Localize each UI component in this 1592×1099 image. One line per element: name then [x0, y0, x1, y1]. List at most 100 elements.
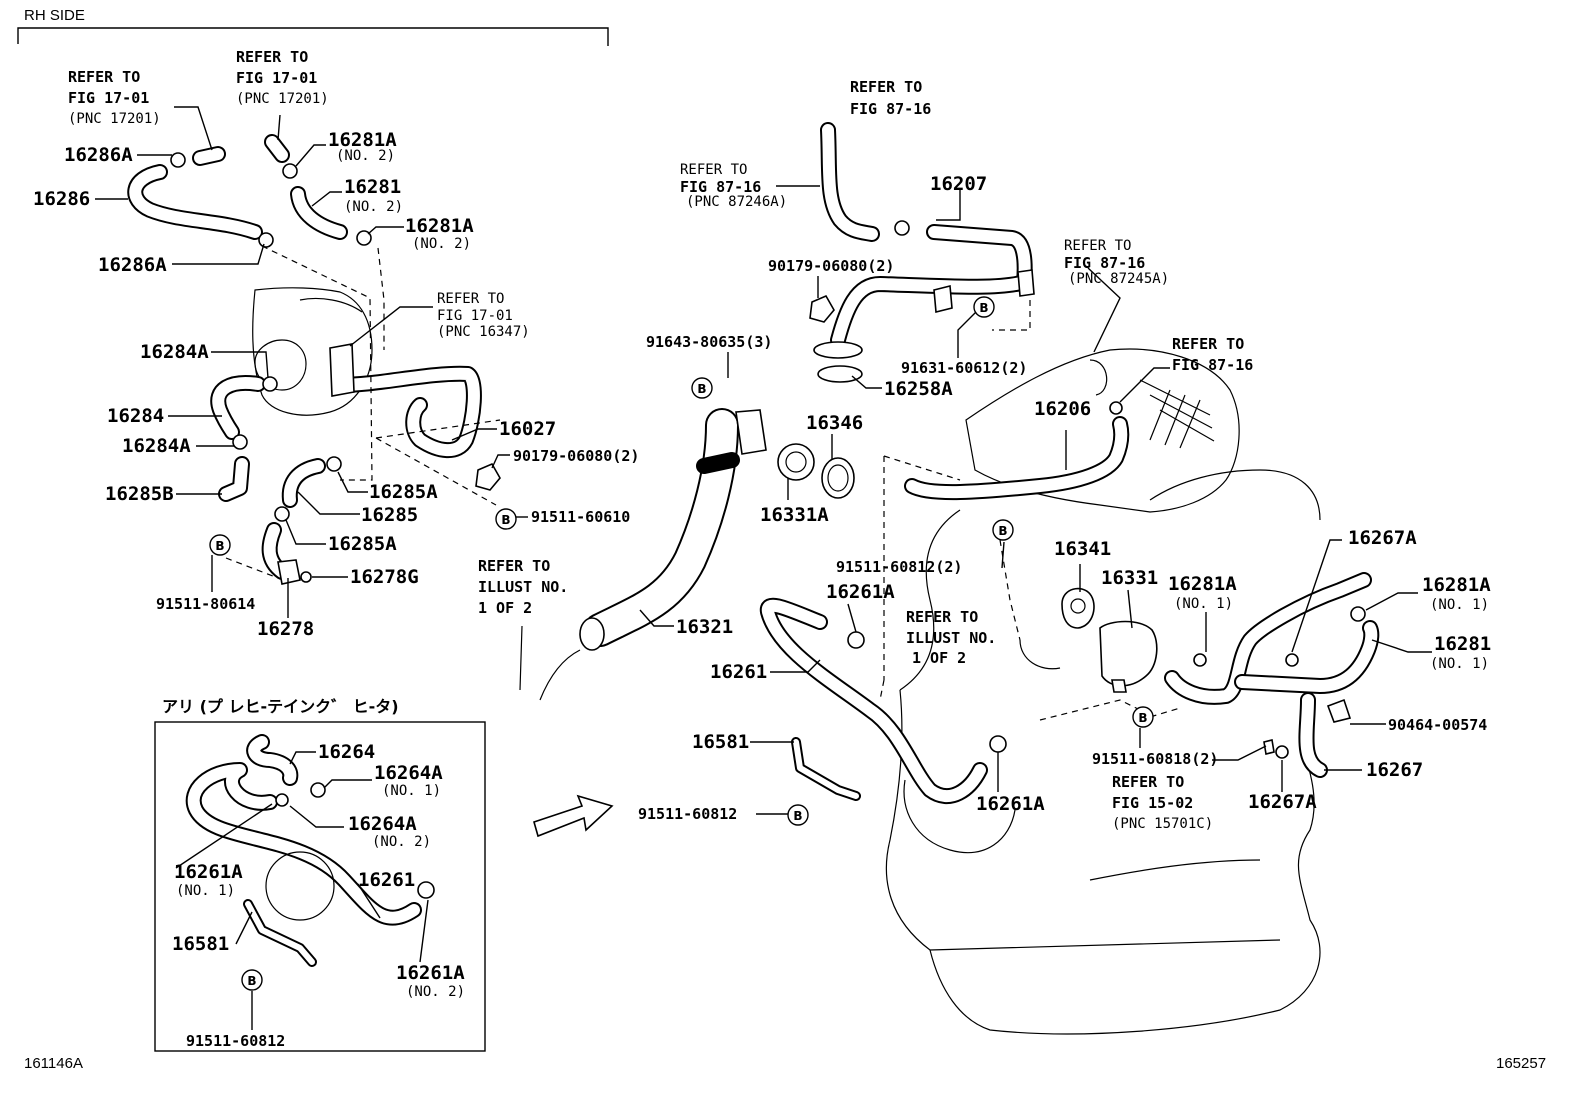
label-90179-06080-a: 90179-06080(2): [513, 447, 639, 465]
label-16267A-top: 16267A: [1348, 527, 1417, 549]
housing-16331: [1099, 620, 1158, 687]
clamp-16285A-a: [326, 456, 342, 472]
svg-text:(PNC 87246A): (PNC 87246A): [686, 194, 787, 210]
inset-label-16264A-b: 16264A: [348, 813, 417, 835]
svg-text:1 OF 2: 1 OF 2: [478, 599, 532, 617]
refer-note-5: REFER TO FIG 87-16 (PNC 87246A): [680, 162, 787, 210]
leader-lines: [95, 106, 1432, 1030]
refer-note-10: REFER TO FIG 15-02 (PNC 15701C): [1112, 773, 1213, 832]
turbo-housing: [252, 287, 373, 416]
label-16286: 16286: [33, 188, 90, 210]
rh-side-header: RH SIDE: [17, 7, 609, 46]
b-marker: B: [992, 519, 1014, 541]
refer-note-7: REFER TO FIG 87-16: [1172, 335, 1253, 374]
svg-text:(PNC 16347): (PNC 16347): [437, 324, 530, 340]
label-91511-60812-top: 91511-60812(2): [836, 558, 962, 576]
refer-note-8: REFER TO ILLUST NO. 1 OF 2: [478, 557, 568, 617]
preheating-heater-inset: アリ (プ レヒ-テインク゛ ヒ-タ): [154, 697, 486, 1052]
clamp-16267A-bottom: [1275, 745, 1289, 759]
label-16286A-bottom: 16286A: [98, 254, 167, 276]
gasket-upper: [813, 341, 863, 359]
heater-pipes-group: [809, 122, 1321, 701]
figure-code-left: 161146A: [24, 1055, 83, 1072]
nut-90179-b: [809, 294, 835, 323]
b-marker: B: [973, 296, 995, 318]
inset-pulley: [265, 851, 335, 921]
label-90179-06080-b: 90179-06080(2): [768, 257, 894, 275]
inset-label-16261A-a-note: (NO. 1): [176, 883, 235, 899]
flange-16347: [329, 343, 355, 397]
svg-text:REFER TO: REFER TO: [236, 48, 308, 66]
svg-text:B: B: [501, 513, 510, 527]
svg-text:(PNC 17201): (PNC 17201): [236, 91, 329, 107]
clip-90464: [1326, 698, 1352, 723]
clamp-16267A-top: [1285, 653, 1299, 667]
refer-note-4: REFER TO FIG 87-16: [850, 78, 931, 118]
refer-note-3: REFER TO FIG 17-01 (PNC 16347): [437, 291, 530, 340]
outlet-flange: [735, 409, 767, 455]
svg-text:ILLUST NO.: ILLUST NO.: [478, 578, 568, 596]
clamp-16285A-b: [274, 506, 290, 522]
svg-text:B: B: [215, 539, 224, 553]
svg-text:B: B: [697, 382, 706, 396]
clamp-16281A-c: [1193, 653, 1207, 667]
svg-text:FIG 87-16: FIG 87-16: [680, 178, 761, 196]
clamp-16286A-bottom: [258, 232, 274, 248]
svg-text:(PNC 87245A): (PNC 87245A): [1068, 271, 1169, 287]
direction-arrow: [533, 794, 614, 838]
label-16281-a: 16281: [344, 176, 401, 198]
label-16206: 16206: [1034, 398, 1091, 420]
nut-90179-a: [475, 462, 501, 491]
label-16281A-d-note: (NO. 1): [1430, 597, 1489, 613]
b-marker: B: [787, 804, 809, 826]
label-16285A-a: 16285A: [369, 481, 438, 503]
inset-label-91511-60812: 91511-60812: [186, 1032, 285, 1050]
label-16285: 16285: [361, 504, 418, 526]
label-91511-60610: 91511-60610: [531, 508, 630, 526]
label-90464-00574: 90464-00574: [1388, 716, 1487, 734]
inset-label-16261A-b: 16261A: [396, 962, 465, 984]
inset-clamp-16264A-no1: [310, 782, 326, 798]
clamp-16261A-a: [847, 631, 865, 649]
inset-title: アリ (プ レヒ-テインク゛ ヒ-タ): [162, 697, 399, 716]
reference-notes: REFER TO FIG 17-01 (PNC 17201) REFER TO …: [68, 48, 1253, 832]
inset-clamp-16261A-no2: [417, 881, 435, 899]
refer-note-2: REFER TO FIG 17-01 (PNC 17201): [236, 48, 329, 107]
label-16207: 16207: [930, 173, 987, 195]
svg-text:ILLUST NO.: ILLUST NO.: [906, 629, 996, 647]
gasket-16346: [821, 457, 855, 499]
svg-text:FIG 17-01: FIG 17-01: [437, 308, 513, 324]
label-16281A-a-note: (NO. 2): [336, 148, 395, 164]
label-16281-b: 16281: [1434, 633, 1491, 655]
clamp-16281A-a: [282, 163, 298, 179]
label-16281A-c: 16281A: [1168, 573, 1237, 595]
label-16286A-top: 16286A: [64, 144, 133, 166]
b-marker: B: [241, 969, 263, 991]
svg-text:(PNC 15701C): (PNC 15701C): [1112, 816, 1213, 832]
label-16285B: 16285B: [105, 483, 174, 505]
clamp-16261A-b: [989, 735, 1007, 753]
thermostat-16331A: [777, 443, 815, 481]
label-16281A-a: 16281A: [328, 129, 397, 151]
label-16281A-d: 16281A: [1422, 574, 1491, 596]
label-16281-b-note: (NO. 1): [1430, 656, 1489, 672]
label-91643-80635: 91643-80635(3): [646, 333, 772, 351]
svg-text:REFER TO: REFER TO: [1064, 238, 1131, 254]
label-16346: 16346: [806, 412, 863, 434]
label-16581: 16581: [692, 731, 749, 753]
label-16285A-b: 16285A: [328, 533, 397, 555]
label-16261: 16261: [710, 661, 767, 683]
clamp-16281A-d: [1350, 606, 1366, 622]
label-16261A-a: 16261A: [826, 581, 895, 603]
inset-label-16264A-b-note: (NO. 2): [372, 834, 431, 850]
label-16281A-c-note: (NO. 1): [1174, 596, 1233, 612]
svg-text:REFER TO: REFER TO: [68, 68, 140, 86]
inset-frame: [154, 721, 486, 1052]
header-label: RH SIDE: [24, 7, 85, 24]
label-16261A-b: 16261A: [976, 793, 1045, 815]
svg-text:1 OF 2: 1 OF 2: [912, 649, 966, 667]
svg-text:REFER TO: REFER TO: [478, 557, 550, 575]
svg-text:FIG 87-16: FIG 87-16: [850, 100, 931, 118]
svg-text:B: B: [247, 974, 256, 988]
